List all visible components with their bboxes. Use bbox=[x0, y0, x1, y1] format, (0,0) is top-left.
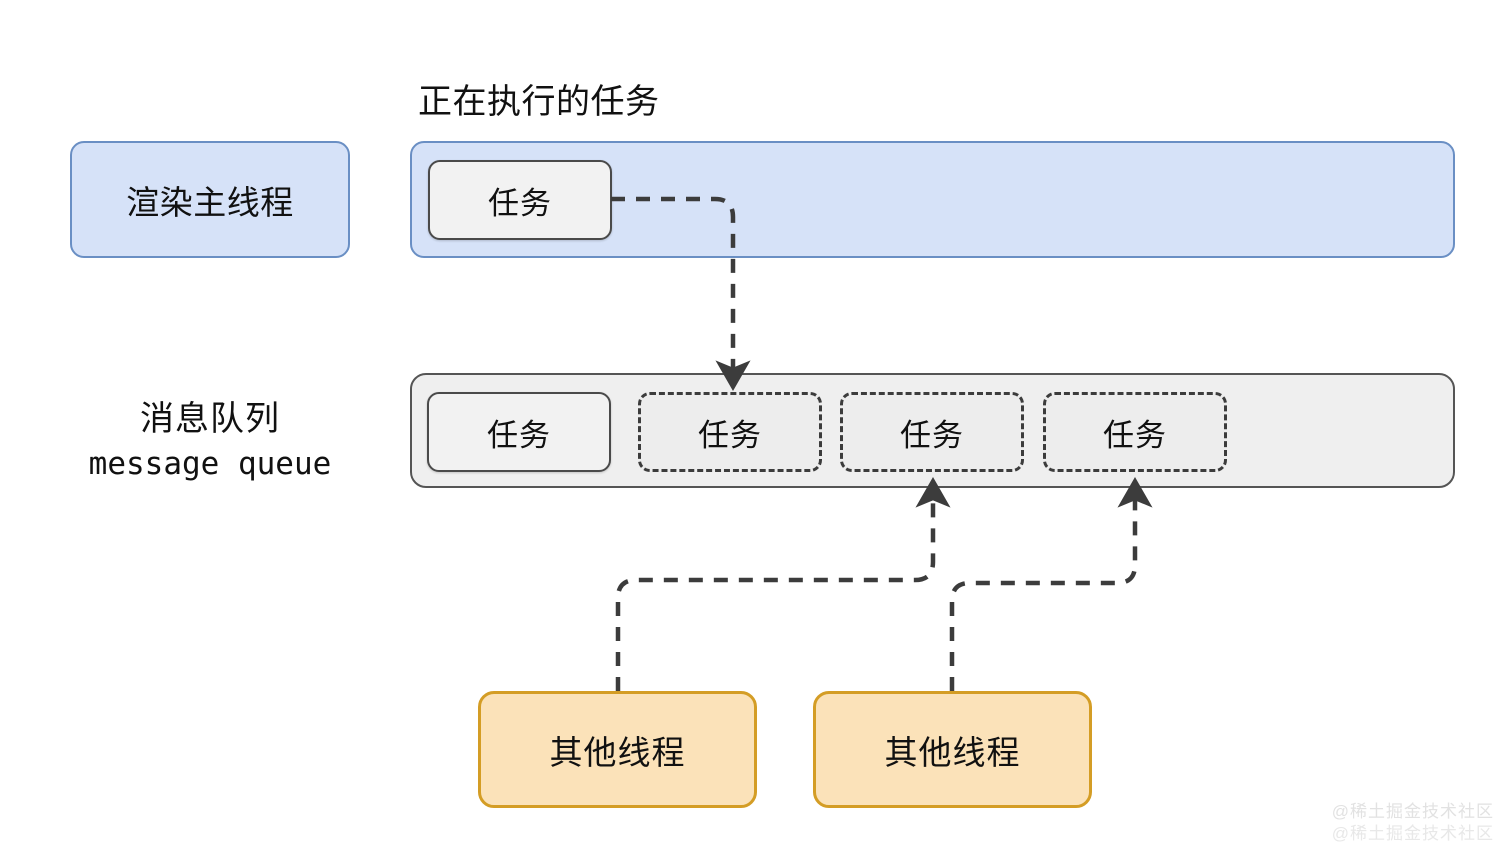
message-queue-label: 消息队列 message queue bbox=[45, 396, 375, 486]
other-thread-box-2: 其他线程 bbox=[813, 691, 1092, 808]
arrow-worker1-to-queue bbox=[615, 477, 951, 691]
queue-task-chip-4: 任务 bbox=[1043, 392, 1227, 472]
arrow-worker2-to-queue bbox=[949, 477, 1153, 691]
watermark-line-2: @稀土掘金技术社区 bbox=[1331, 824, 1494, 843]
main-thread-box: 渲染主线程 bbox=[70, 141, 350, 258]
watermark: @稀土掘金技术社区 @稀土掘金技术社区 bbox=[1332, 801, 1494, 845]
running-task-caption: 正在执行的任务 bbox=[418, 83, 660, 121]
queue-task-chip-2: 任务 bbox=[638, 392, 822, 472]
queue-task-chip-1: 任务 bbox=[427, 392, 611, 472]
watermark-line-1: @稀土掘金技术社区 bbox=[1331, 802, 1494, 821]
other-thread-box-1: 其他线程 bbox=[478, 691, 757, 808]
message-queue-label-cn: 消息队列 bbox=[140, 400, 280, 438]
main-thread-label: 渲染主线程 bbox=[126, 183, 294, 221]
running-task-chip: 任务 bbox=[428, 160, 612, 240]
message-queue-label-en: message queue bbox=[88, 446, 332, 482]
queue-task-chip-3: 任务 bbox=[840, 392, 1024, 472]
